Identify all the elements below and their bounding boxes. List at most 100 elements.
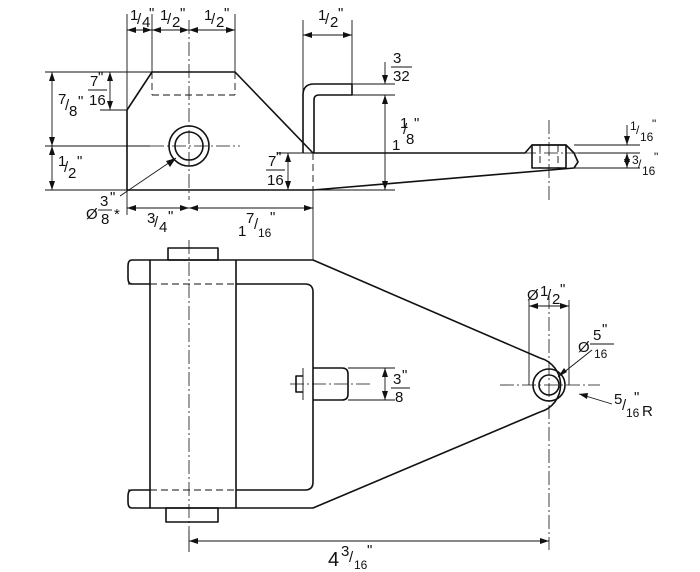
svg-text:16: 16 [642, 164, 656, 178]
dim-1-16: 1 / 16 " [630, 117, 656, 144]
svg-text:": " [270, 209, 275, 226]
svg-text:16: 16 [354, 558, 368, 572]
svg-text:1: 1 [130, 7, 138, 24]
dim-dia-1-2: Ø 1 / 2 " [527, 281, 570, 385]
svg-text:": " [402, 367, 407, 384]
svg-text:3: 3 [341, 543, 349, 560]
svg-text:3: 3 [393, 50, 401, 67]
svg-text:1: 1 [160, 7, 168, 24]
svg-text:7: 7 [246, 210, 254, 227]
svg-text:": " [652, 117, 656, 131]
svg-text:1: 1 [204, 7, 212, 24]
dim-3-4: 3 / 4 " [147, 208, 173, 236]
svg-text:": " [367, 542, 372, 559]
plate-outline [236, 259, 541, 359]
dim-4-3-16: 4 3 / 16 " [188, 530, 549, 572]
svg-text:8: 8 [69, 103, 77, 120]
svg-text:/: / [638, 157, 642, 171]
dim-bottom-chain: 3 / 4 " 1 7 / 16 " [126, 190, 314, 260]
svg-text:/: / [167, 11, 172, 28]
top-dim-chain: 1 / 4 " 1 / 2 " 1 / 2 " 1 / 2 " [126, 5, 353, 110]
svg-text:1: 1 [318, 7, 326, 24]
svg-text:/: / [137, 11, 142, 28]
dim-3-32: 3 32 [352, 50, 412, 110]
svg-text:": " [168, 208, 173, 225]
plate-nose [539, 357, 562, 413]
dim-right-chain: 1 / 16 " 3 / 16 " [574, 117, 658, 178]
svg-text:3: 3 [100, 193, 108, 210]
svg-text:16: 16 [267, 172, 284, 189]
svg-text:/: / [254, 216, 259, 233]
svg-text:3: 3 [632, 153, 639, 167]
svg-text:2: 2 [552, 291, 560, 308]
svg-text:2: 2 [68, 165, 76, 182]
dim-rad-5-16: 5 / 16 " R [578, 389, 653, 420]
plan-view [127, 240, 600, 550]
hinge-knuckle [149, 259, 237, 509]
svg-text:1: 1 [630, 119, 637, 133]
svg-text:": " [560, 281, 565, 298]
svg-text:8: 8 [406, 131, 414, 148]
svg-text:Ø: Ø [527, 287, 539, 304]
svg-text:5: 5 [614, 391, 622, 408]
svg-text:5: 5 [593, 327, 601, 344]
dim-dia-5-16: Ø 5 " 16 [557, 321, 614, 378]
svg-text:": " [276, 149, 281, 166]
svg-text:": " [634, 389, 639, 406]
svg-text:/: / [154, 214, 159, 231]
svg-text:2: 2 [216, 14, 224, 31]
svg-text:": " [338, 5, 343, 22]
svg-text:4: 4 [142, 14, 150, 31]
svg-text:": " [654, 150, 658, 164]
svg-text:": " [98, 69, 103, 86]
svg-text:/: / [622, 397, 627, 414]
dim-1-2-left: 1 / 2 " [58, 153, 82, 182]
svg-text:/: / [64, 159, 69, 176]
svg-text:/: / [325, 11, 330, 28]
svg-text:": " [224, 5, 229, 22]
svg-text:*: * [114, 206, 120, 223]
svg-text:": " [110, 189, 115, 206]
dim-dia-3-8: Ø 3 " 8 * [86, 157, 177, 228]
svg-text:7: 7 [58, 91, 66, 108]
svg-text:16: 16 [258, 226, 272, 240]
svg-text:1: 1 [58, 153, 66, 170]
svg-text:3: 3 [393, 371, 401, 388]
svg-text:/: / [636, 123, 640, 137]
svg-text:1: 1 [400, 115, 408, 132]
pin-top [167, 247, 219, 261]
svg-text:32: 32 [393, 68, 410, 85]
svg-text:": " [414, 115, 419, 132]
svg-text:1: 1 [392, 137, 400, 154]
left-flange-bottom [127, 489, 150, 509]
svg-text:/: / [547, 287, 552, 304]
svg-text:16: 16 [594, 347, 608, 361]
svg-text:Ø: Ø [578, 339, 590, 356]
dim-half-a: 1 / 2 " [160, 5, 185, 31]
dim-quarter: 1 / 4 " [130, 5, 154, 31]
elevation-view [126, 20, 600, 200]
svg-text:/: / [349, 549, 354, 566]
svg-text:1: 1 [540, 283, 548, 300]
svg-text:1: 1 [238, 223, 246, 240]
svg-text:": " [78, 93, 83, 110]
dim-left-chain: 7 / 8 " 1 / 2 " [45, 71, 150, 191]
svg-text:": " [180, 5, 185, 22]
inner-slot [236, 283, 314, 491]
svg-text:7: 7 [268, 153, 276, 170]
svg-text:8: 8 [101, 211, 109, 228]
svg-text:Ø: Ø [86, 206, 98, 223]
svg-text:3: 3 [147, 210, 155, 227]
svg-text:4: 4 [159, 219, 167, 236]
svg-text:2: 2 [172, 14, 180, 31]
dim-1-1-8: 1 1 / 8 " [313, 110, 419, 191]
dim-1-7-16: 1 7 / 16 " [238, 209, 275, 240]
svg-text:/: / [403, 121, 408, 138]
dim-3-8: 3 " 8 [348, 367, 410, 406]
svg-text:16: 16 [89, 92, 106, 109]
svg-text:": " [602, 321, 607, 338]
svg-text:R: R [642, 403, 653, 420]
dim-half-c: 1 / 2 " [318, 5, 343, 31]
svg-text:4: 4 [328, 549, 339, 571]
